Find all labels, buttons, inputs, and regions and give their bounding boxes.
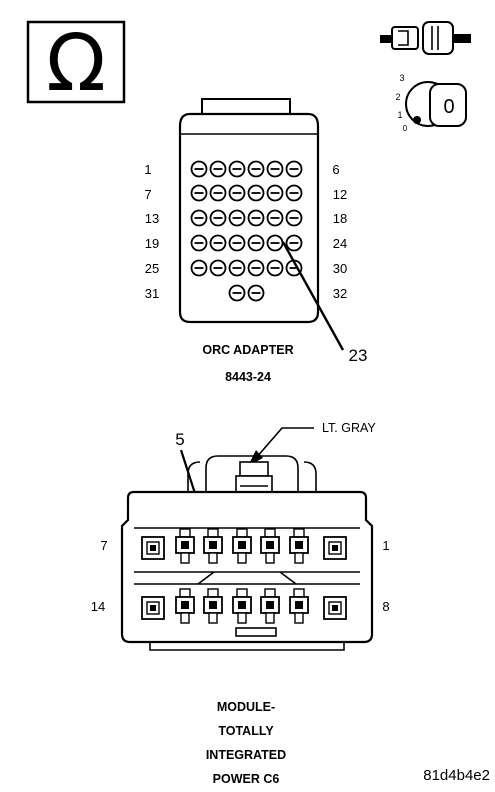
key-position-0: 0: [403, 124, 408, 133]
terminal-bottom-3: [232, 588, 252, 624]
orc-pin-32: [247, 284, 265, 302]
terminal-bottom-2: [203, 588, 223, 624]
orc-pin-26: [209, 259, 227, 277]
callout-23-leader: [281, 241, 345, 351]
terminal-top-1: [175, 528, 195, 564]
orc-row-6-start: 31: [145, 286, 159, 301]
orc-pin-7: [190, 184, 208, 202]
orc-pin-18: [285, 209, 303, 227]
orc-row-1-end: 6: [332, 162, 339, 177]
cavity-7: [141, 536, 165, 560]
wire-color-label: LT. GRAY: [322, 421, 376, 435]
orc-row-5-end: 30: [333, 261, 347, 276]
terminal-top-5: [289, 528, 309, 564]
terminal-top-2: [203, 528, 223, 564]
orc-pin-21: [228, 234, 246, 252]
module-caption-line2: TOTALLY: [218, 724, 274, 738]
orc-row-1-start: 1: [144, 162, 151, 177]
bottom-row-right-label: 8: [382, 599, 389, 614]
orc-pin-1: [190, 160, 208, 178]
key-position-3: 3: [399, 73, 404, 83]
terminal-top-3: [232, 528, 252, 564]
module-pin-grid: [141, 528, 347, 624]
terminal-bottom-4: [260, 588, 280, 624]
figure-id: 81d4b4e2: [423, 767, 490, 784]
orc-caption-line1: ORC ADAPTER: [202, 343, 293, 357]
orc-row-3-end: 18: [333, 211, 347, 226]
orc-row-5-start: 25: [145, 261, 159, 276]
callout-5: 5: [175, 430, 184, 449]
cavity-8: [323, 596, 347, 620]
orc-pin-19: [190, 234, 208, 252]
orc-adapter: [178, 98, 320, 324]
orc-pin-8: [209, 184, 227, 202]
orc-pin-6: [285, 160, 303, 178]
orc-pin-4: [247, 160, 265, 178]
orc-pin-15: [228, 209, 246, 227]
orc-pin-23: [266, 234, 284, 252]
orc-row-6-end: 32: [333, 286, 347, 301]
orc-pin-20: [209, 234, 227, 252]
module-caption-line1: MODULE-: [217, 700, 275, 714]
orc-pin-14: [209, 209, 227, 227]
orc-caption-line2: 8443-24: [225, 370, 271, 384]
key-position-indicator: 0: [443, 96, 454, 118]
orc-pin-12: [285, 184, 303, 202]
module-caption-line4: POWER C6: [213, 772, 280, 786]
callout-23: 23: [349, 346, 368, 365]
ohm-symbol: Ω: [46, 19, 106, 109]
orc-pin-25: [190, 259, 208, 277]
orc-pin-16: [247, 209, 265, 227]
orc-row-4-end: 24: [333, 236, 347, 251]
orc-pin-3: [228, 160, 246, 178]
key-position-1: 1: [397, 110, 402, 120]
terminal-bottom-5: [289, 588, 309, 624]
orc-row-2-end: 12: [333, 187, 347, 202]
orc-pin-22: [247, 234, 265, 252]
orc-row-3-start: 13: [145, 211, 159, 226]
module-caption-line3: INTEGRATED: [206, 748, 286, 762]
ignition-key-icon: 3 2 1 0 0: [395, 73, 467, 133]
cavity-1: [323, 536, 347, 560]
orc-pin-17: [266, 209, 284, 227]
module-connector: [120, 455, 374, 651]
orc-pin-9: [228, 184, 246, 202]
orc-pin-11: [266, 184, 284, 202]
terminal-top-4: [260, 528, 280, 564]
orc-pin-28: [247, 259, 265, 277]
wire-color-leader: [255, 427, 314, 459]
orc-pin-5: [266, 160, 284, 178]
top-row-left-label: 7: [100, 538, 107, 553]
terminal-bottom-1: [175, 588, 195, 624]
cavity-14: [141, 596, 165, 620]
connector-disconnect-icon: [380, 21, 471, 55]
key-position-2: 2: [395, 92, 400, 102]
top-row-right-label: 1: [382, 538, 389, 553]
orc-pin-24: [285, 234, 303, 252]
orc-row-4-start: 19: [145, 236, 159, 251]
orc-pin-27: [228, 259, 246, 277]
orc-pin-2: [209, 160, 227, 178]
ohmmeter-icon: Ω: [26, 19, 126, 109]
orc-pin-31: [228, 284, 246, 302]
orc-row-2-start: 7: [144, 187, 151, 202]
orc-pin-13: [190, 209, 208, 227]
bottom-row-left-label: 14: [91, 599, 105, 614]
orc-pin-10: [247, 184, 265, 202]
orc-pin-29: [266, 259, 284, 277]
